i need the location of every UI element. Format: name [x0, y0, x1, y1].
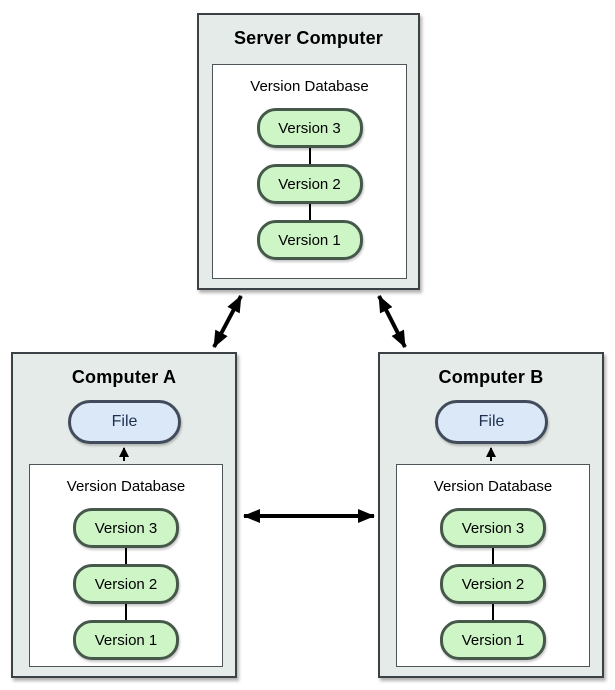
computer-b-version-database-label: Version Database — [433, 478, 553, 495]
computer-a-title: Computer A — [71, 367, 177, 387]
computer-b-title: Computer B — [438, 367, 544, 387]
server-version-3-node: Version 3 — [256, 108, 363, 148]
version-link-line — [308, 204, 311, 220]
sync-arrow-server-computer-b — [377, 295, 407, 348]
server-version-1-node: Version 1 — [256, 220, 363, 260]
version-link-line — [308, 148, 311, 164]
computer-b-version-1-node: Version 1 — [440, 620, 546, 660]
computer-a-box: Computer A File Version Database Version… — [11, 352, 237, 678]
computer-a-version-2-node: Version 2 — [73, 564, 179, 604]
server-version-2-node: Version 2 — [256, 164, 363, 204]
computer-a-version-database-box: Version Database Version 3 Version 2 Ver… — [29, 464, 223, 667]
computer-b-version-2-node: Version 2 — [440, 564, 546, 604]
server-computer-title: Server Computer — [233, 28, 384, 48]
computer-a-file-node: File — [68, 400, 181, 444]
version-link-line — [492, 604, 494, 620]
sync-arrow-server-computer-a — [212, 295, 243, 348]
computer-b-version-3-node: Version 3 — [440, 508, 546, 548]
server-version-database-box: Version Database Version 3 Version 2 Ver… — [212, 64, 407, 279]
computer-a-version-database-label: Version Database — [66, 478, 186, 495]
computer-a-version-3-node: Version 3 — [73, 508, 179, 548]
computer-a-version-1-node: Version 1 — [73, 620, 179, 660]
server-version-database-label: Version Database — [250, 78, 369, 95]
version-link-line — [125, 548, 127, 564]
version-link-line — [125, 604, 127, 620]
computer-b-box: Computer B File Version Database Version… — [378, 352, 604, 678]
server-computer-box: Server Computer Version Database Version… — [197, 13, 420, 290]
version-link-line — [492, 548, 494, 564]
computer-b-file-node: File — [435, 400, 548, 444]
computer-b-version-database-box: Version Database Version 3 Version 2 Ver… — [396, 464, 590, 667]
